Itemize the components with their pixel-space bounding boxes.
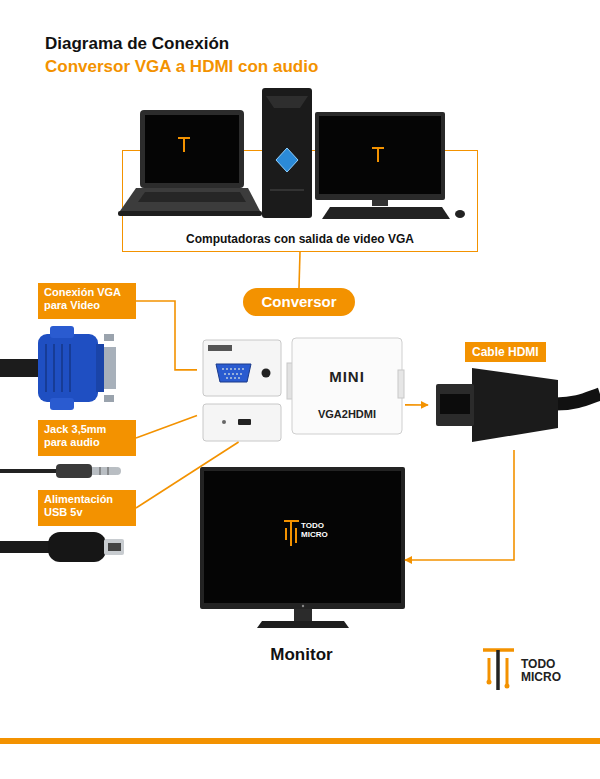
usb-plug-slot — [108, 543, 121, 551]
converter-bottom-view — [203, 404, 281, 441]
node-text: Alimentación USB 5v — [38, 490, 136, 522]
node-text: Cable HDMI — [465, 342, 546, 362]
converter-side-marking — [208, 345, 232, 351]
audio-plug-rings — [100, 467, 108, 475]
vga-port-pins — [222, 369, 245, 378]
node-text: Computadoras con salida de video VGA — [123, 232, 477, 246]
laptop-lid — [140, 110, 244, 188]
vga-screw-tip — [104, 334, 114, 341]
hdmi-plug-head — [436, 384, 474, 426]
leader-line — [136, 416, 197, 439]
screen-logo-icon — [284, 521, 299, 546]
audio-plug-body — [56, 464, 92, 478]
laptop-screen — [145, 115, 239, 183]
hdmi-cable — [556, 394, 600, 404]
computer-group-box: Computadoras con salida de video VGA — [122, 150, 478, 252]
converter-pill: Conversor — [243, 288, 355, 316]
callout-box: Alimentación USB 5v — [38, 490, 136, 526]
desktop-monitor-screen — [319, 116, 441, 194]
usb-plug-metal — [104, 539, 124, 555]
monitor-neck — [294, 609, 312, 621]
converter-front — [292, 338, 402, 434]
screen-logo-text: TODO MICRO — [301, 522, 331, 540]
monitor-power-led — [302, 605, 304, 607]
hdmi-plug-pins — [440, 394, 470, 414]
converter-device: MINI VGA2HDMI — [197, 336, 405, 442]
monitor-bezel — [200, 467, 405, 609]
tower-top-panel — [266, 96, 308, 108]
subtitle: Conversor VGA a HDMI con audio — [45, 57, 318, 77]
vga-connector-body — [38, 334, 98, 402]
usb-plug-body — [48, 532, 106, 562]
logo-icon-dot — [487, 680, 492, 685]
vga-thumbscrew — [50, 398, 74, 410]
mini-usb-port — [238, 419, 251, 425]
flow-arrow — [405, 450, 514, 560]
node-text: Monitor — [198, 645, 405, 665]
usb-cable — [0, 541, 56, 553]
logo-icon-traces — [489, 658, 507, 684]
laptop-edge — [118, 211, 262, 216]
audio-plug-point — [113, 467, 121, 475]
node-text: Conversor — [243, 288, 355, 316]
keyboard — [322, 207, 450, 219]
node-text: Jack 3,5mm para audio — [38, 420, 136, 452]
logo-icon-stem — [496, 650, 500, 690]
converter-hdmi-stub — [398, 370, 404, 398]
logo-icon-bar — [483, 648, 514, 652]
node-subtext: VGA2HDMI — [292, 408, 402, 420]
logo-icon-dot — [505, 684, 510, 689]
converter-side-view — [203, 340, 281, 396]
tower-power-button — [276, 148, 298, 172]
vga-grip-ribs — [46, 344, 70, 392]
leader-line — [136, 301, 197, 370]
diagram-title: Diagrama de Conexión — [45, 34, 229, 54]
converter-vga-stub — [287, 363, 294, 399]
mouse — [455, 210, 465, 218]
footer-bar — [0, 738, 600, 744]
tower-vent — [270, 189, 304, 191]
vga-collar — [96, 344, 104, 392]
audio-cable — [0, 469, 58, 473]
vga-cable — [0, 359, 42, 377]
monitor-base — [257, 621, 349, 628]
callout-box: Conexión VGA para Video — [38, 283, 136, 319]
hdmi-cable-group: Cable HDMI — [428, 340, 600, 450]
callout-box: Jack 3,5mm para audio — [38, 420, 136, 456]
laptop-base — [120, 188, 260, 211]
node-text: Conexión VGA para Video — [38, 283, 136, 315]
desktop-monitor-bezel — [315, 112, 445, 200]
desktop-monitor-stand — [372, 200, 388, 206]
vga-screw-tip — [104, 395, 114, 402]
brand-logo-text: TODO MICRO — [521, 658, 571, 684]
flow-arrow — [405, 404, 428, 406]
audio-plug-tip — [92, 467, 116, 475]
vga-d-shell — [104, 347, 116, 389]
vga-port — [216, 364, 251, 382]
laptop-keyboard — [138, 192, 246, 202]
vga-thumbscrew — [50, 326, 74, 338]
leader-line — [136, 442, 239, 508]
tower-case — [262, 88, 312, 218]
converter-led — [222, 420, 226, 424]
leader-line — [299, 252, 300, 288]
audio-port — [262, 369, 271, 378]
monitor-group: Monitor — [198, 465, 405, 670]
monitor-screen — [204, 471, 401, 603]
hdmi-plug-body — [472, 368, 558, 442]
node-text: MINI — [292, 368, 402, 385]
